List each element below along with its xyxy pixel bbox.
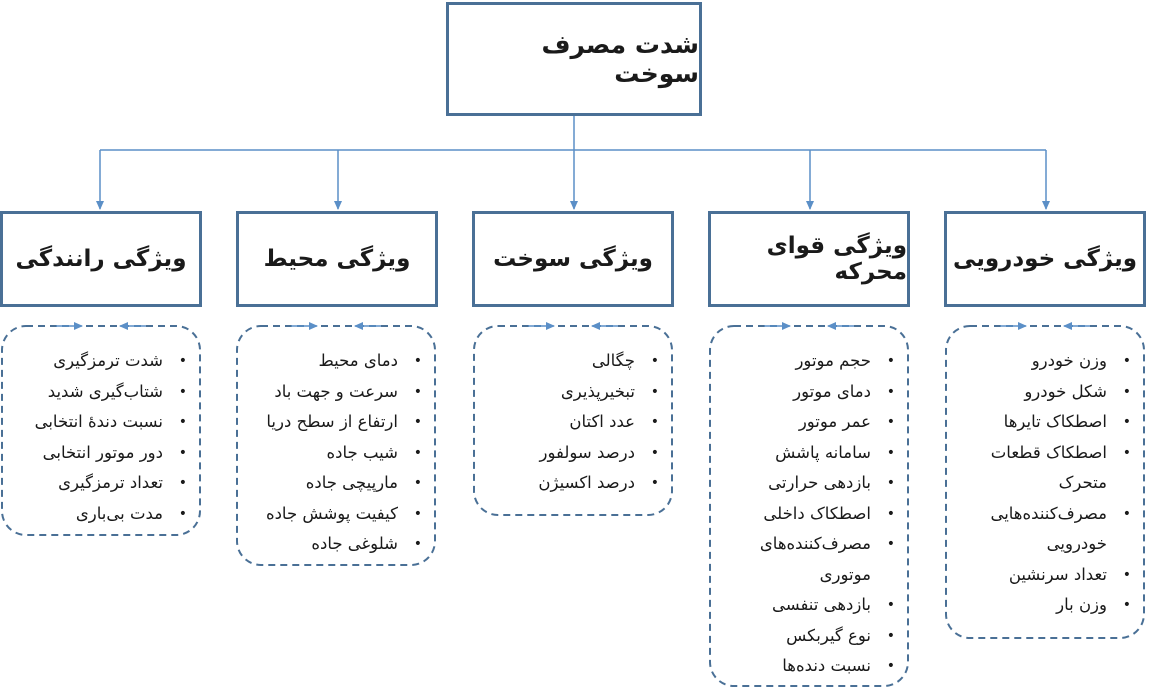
item-list-powertrain: حجم موتور دمای موتور عمر موتور سامانه پا…: [710, 329, 908, 682]
list-item: دور موتور انتخابی: [10, 438, 190, 469]
list-item: مصرف‌کننده‌های موتوری: [718, 529, 898, 590]
list-item: اصطکاک تایرها: [954, 407, 1134, 438]
group-outline-environment: [236, 325, 436, 566]
list-item: شدت ترمزگیری: [10, 346, 190, 377]
category-node-powertrain: ویژگی قوای محرکه: [708, 211, 910, 307]
list-item: شکل خودرو: [954, 377, 1134, 408]
list-item: تعداد ترمزگیری: [10, 468, 190, 499]
list-item: اصطکاک قطعات متحرک: [954, 438, 1134, 499]
root-title: شدت مصرف سوخت: [541, 30, 699, 88]
list-item: بازدهی حرارتی: [718, 468, 898, 499]
list-item: نوع گیربکس: [718, 621, 898, 652]
group-outline-powertrain: [709, 325, 909, 687]
list-item: سرعت و جهت باد: [245, 377, 425, 408]
list-item: دمای موتور: [718, 377, 898, 408]
list-item: شتاب‌گیری شدید: [10, 377, 190, 408]
list-item: نسبت دندهٔ انتخابی: [10, 407, 190, 438]
category-title-environment: ویژگی محیط: [263, 246, 411, 272]
list-item: دمای محیط: [245, 346, 425, 377]
item-list-driving: شدت ترمزگیری شتاب‌گیری شدید نسبت دندهٔ ا…: [2, 329, 200, 529]
list-item: چگالی: [482, 346, 662, 377]
list-item: حجم موتور: [718, 346, 898, 377]
category-node-fuel: ویژگی سوخت: [472, 211, 674, 307]
list-item: سامانه پاشش: [718, 438, 898, 469]
root-node: شدت مصرف سوخت: [446, 2, 702, 116]
list-item: وزن خودرو: [954, 346, 1134, 377]
group-outline-driving: [1, 325, 201, 536]
item-list-fuel: چگالی تبخیرپذیری عدد اکتان درصد سولفور د…: [474, 329, 672, 499]
list-item: ارتفاع از سطح دریا: [245, 407, 425, 438]
category-title-fuel: ویژگی سوخت: [493, 246, 653, 272]
category-title-powertrain: ویژگی قوای محرکه: [766, 233, 907, 285]
category-title-vehicle: ویژگی خودرویی: [952, 246, 1138, 272]
list-item: عدد اکتان: [482, 407, 662, 438]
item-list-environment: دمای محیط سرعت و جهت باد ارتفاع از سطح د…: [237, 329, 435, 560]
list-item: درصد سولفور: [482, 438, 662, 469]
list-item: شلوغی جاده: [245, 529, 425, 560]
list-item: کیفیت پوشش جاده: [245, 499, 425, 530]
category-title-driving: ویژگی رانندگی: [15, 246, 187, 272]
list-item: مصرف‌کننده‌هایی خودرویی: [954, 499, 1134, 560]
category-node-vehicle: ویژگی خودرویی: [944, 211, 1146, 307]
list-item: نسبت دنده‌ها: [718, 651, 898, 682]
list-item: شیب جاده: [245, 438, 425, 469]
list-item: عمر موتور: [718, 407, 898, 438]
list-item: تبخیرپذیری: [482, 377, 662, 408]
list-item: مارپیچی جاده: [245, 468, 425, 499]
group-outline-fuel: [473, 325, 673, 516]
list-item: وزن بار: [954, 590, 1134, 621]
list-item: درصد اکسیژن: [482, 468, 662, 499]
item-list-vehicle: وزن خودرو شکل خودرو اصطکاک تایرها اصطکاک…: [946, 329, 1144, 621]
list-item: تعداد سرنشین: [954, 560, 1134, 591]
category-node-driving: ویژگی رانندگی: [0, 211, 202, 307]
category-node-environment: ویژگی محیط: [236, 211, 438, 307]
list-item: بازدهی تنفسی: [718, 590, 898, 621]
group-outline-vehicle: [945, 325, 1145, 639]
list-item: اصطکاک داخلی: [718, 499, 898, 530]
list-item: مدت بی‌باری: [10, 499, 190, 530]
